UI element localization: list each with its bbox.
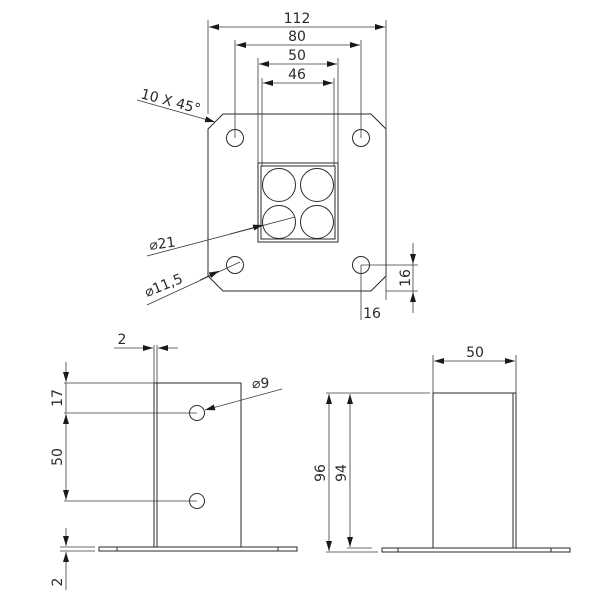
dim-50-side: 50	[466, 345, 484, 361]
dim-96: 96	[313, 464, 329, 482]
dia-9-label: ⌀9	[252, 376, 269, 392]
hole-21-c	[262, 205, 296, 239]
hole-21-a	[262, 168, 296, 202]
dim-17: 17	[50, 389, 66, 407]
dia-21-label: ⌀21	[148, 234, 176, 253]
dim-94: 94	[334, 464, 350, 482]
hole-21-d	[300, 205, 334, 239]
side-tube	[432, 392, 517, 549]
mount-hole-bl	[226, 256, 244, 274]
side-base-plate	[381, 547, 571, 553]
front-base-plate	[98, 546, 298, 552]
hole-21-b	[300, 168, 334, 202]
front-view: 2 17 50 2 ⌀9	[50, 332, 298, 590]
dim-46: 46	[288, 67, 306, 83]
dim-80: 80	[288, 29, 306, 45]
top-view: 112 80 50 46 10 X 45° ⌀21 ⌀11,5 16 16	[136, 11, 418, 322]
dim-112: 112	[284, 11, 311, 27]
side-view: 50 96 94	[313, 345, 571, 553]
dia-11-5-label: ⌀11,5	[143, 271, 186, 301]
dim-16-horizontal: 16	[363, 306, 381, 322]
dim-50-top: 50	[288, 48, 306, 64]
front-wall	[153, 382, 242, 548]
base-plate-outline	[207, 113, 387, 292]
tube-inner-square	[260, 165, 336, 240]
tube-outer-square	[257, 162, 339, 243]
dim-16-vertical: 16	[398, 269, 414, 287]
dim-50-front: 50	[50, 448, 66, 466]
dim-wall-2: 2	[118, 332, 127, 348]
dim-base-2: 2	[50, 578, 66, 587]
chamfer-label: 10 X 45°	[139, 86, 202, 117]
